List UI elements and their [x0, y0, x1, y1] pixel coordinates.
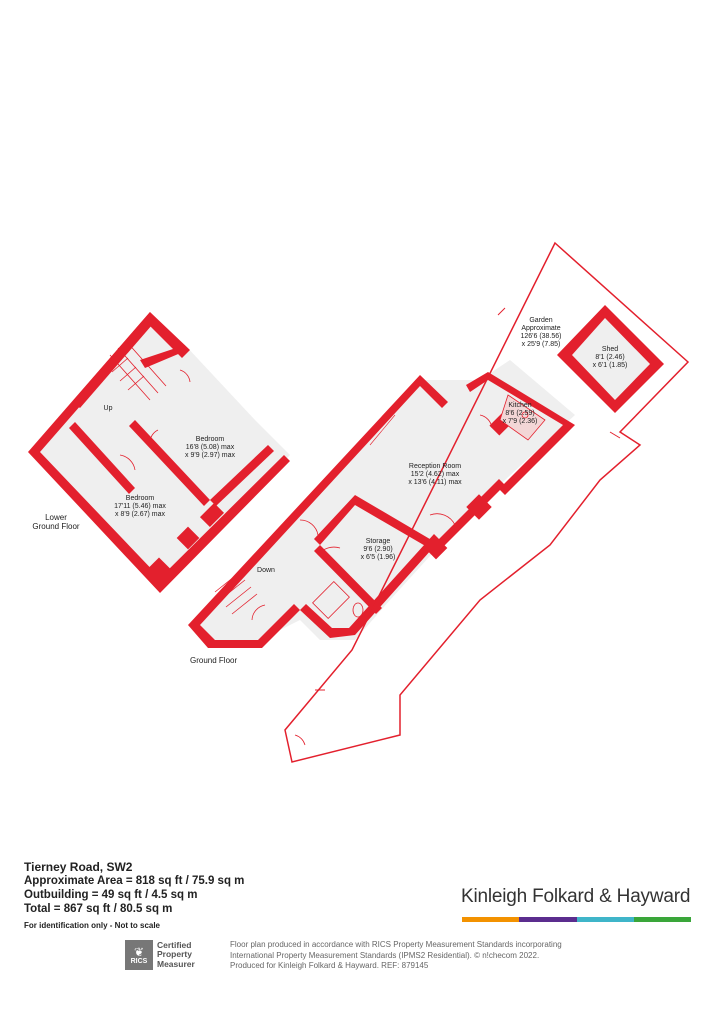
stairs-down-label: Down: [257, 567, 275, 574]
shed-label: Shed: [602, 346, 618, 353]
svg-text:x 9'9 (2.97) max: x 9'9 (2.97) max: [185, 452, 235, 459]
brand-bar-segment: [633, 917, 691, 922]
rics-line3: Measurer: [157, 958, 195, 969]
brand-name: Kinleigh Folkard & Hayward: [461, 886, 691, 907]
ground-floor-label: Ground Floor: [190, 656, 237, 665]
brand-bar-segment: [462, 917, 520, 922]
disclaimer-line1: Floor plan produced in accordance with R…: [230, 940, 562, 949]
approximate-area: Approximate Area = 818 sq ft / 75.9 sq m: [24, 875, 245, 887]
reception-label: Reception Room: [409, 463, 461, 470]
svg-text:16'8 (5.08) max: 16'8 (5.08) max: [186, 444, 235, 451]
storage-label: Storage: [366, 538, 391, 545]
rics-logo-icon: ❦ RICS: [125, 940, 153, 970]
brand-bar-segment: [519, 917, 577, 922]
svg-text:8'1 (2.46): 8'1 (2.46): [595, 354, 624, 361]
garden-label: Garden: [529, 317, 552, 324]
total-area: Total = 867 sq ft / 80.5 sq m: [24, 903, 173, 915]
rics-line2: Property: [157, 949, 192, 960]
outbuilding-area: Outbuilding = 49 sq ft / 4.5 sq m: [24, 889, 198, 901]
svg-text:8'6 (2.59): 8'6 (2.59): [505, 410, 534, 417]
svg-text:x 25'9 (7.85): x 25'9 (7.85): [522, 341, 561, 348]
shed-plan: [557, 305, 664, 413]
lower-ground-floor-plan: [28, 312, 290, 593]
bedroom-lower-label: Bedroom: [126, 495, 155, 502]
bedroom-upper-label: Bedroom: [196, 436, 225, 443]
ground-floor-plan: [188, 360, 575, 648]
brand-color-bar: [462, 917, 691, 922]
disclaimer-line2: International Property Measurement Stand…: [230, 950, 540, 960]
garden-boundary: [284, 241, 690, 763]
svg-text:Approximate: Approximate: [521, 325, 560, 332]
svg-text:x 6'1 (1.85): x 6'1 (1.85): [593, 362, 628, 369]
disclaimer: Floor plan produced in accordance with R…: [230, 940, 610, 972]
disclaimer-line3: Produced for Kinleigh Folkard & Hayward.…: [230, 961, 429, 970]
kitchen-label: Kitchen: [508, 402, 531, 409]
stairs-up-label: Up: [104, 405, 113, 412]
brand-bar-segment: [576, 917, 634, 922]
identification-note: For identification only - Not to scale: [24, 921, 161, 930]
property-info: Tierney Road, SW2 Approximate Area = 818…: [24, 860, 244, 933]
svg-text:x 13'6 (4.11) max: x 13'6 (4.11) max: [408, 479, 462, 486]
svg-text:x 6'5 (1.96): x 6'5 (1.96): [361, 554, 396, 561]
svg-text:15'2 (4.62) max: 15'2 (4.62) max: [411, 471, 460, 478]
rics-badge: ❦ RICS Certified Property Measurer: [125, 940, 217, 970]
svg-text:x 7'9 (2.36): x 7'9 (2.36): [503, 418, 538, 425]
svg-text:126'6 (38.56): 126'6 (38.56): [520, 333, 561, 340]
room-labels: Bedroom 16'8 (5.08) max x 9'9 (2.97) max…: [104, 317, 628, 574]
svg-text:9'6 (2.90): 9'6 (2.90): [363, 546, 392, 553]
address: Tierney Road, SW2: [24, 860, 133, 874]
svg-text:x 8'9 (2.67) max: x 8'9 (2.67) max: [115, 511, 165, 518]
svg-text:17'11 (5.46) max: 17'11 (5.46) max: [114, 503, 166, 510]
rics-line1: Certified: [157, 939, 192, 950]
